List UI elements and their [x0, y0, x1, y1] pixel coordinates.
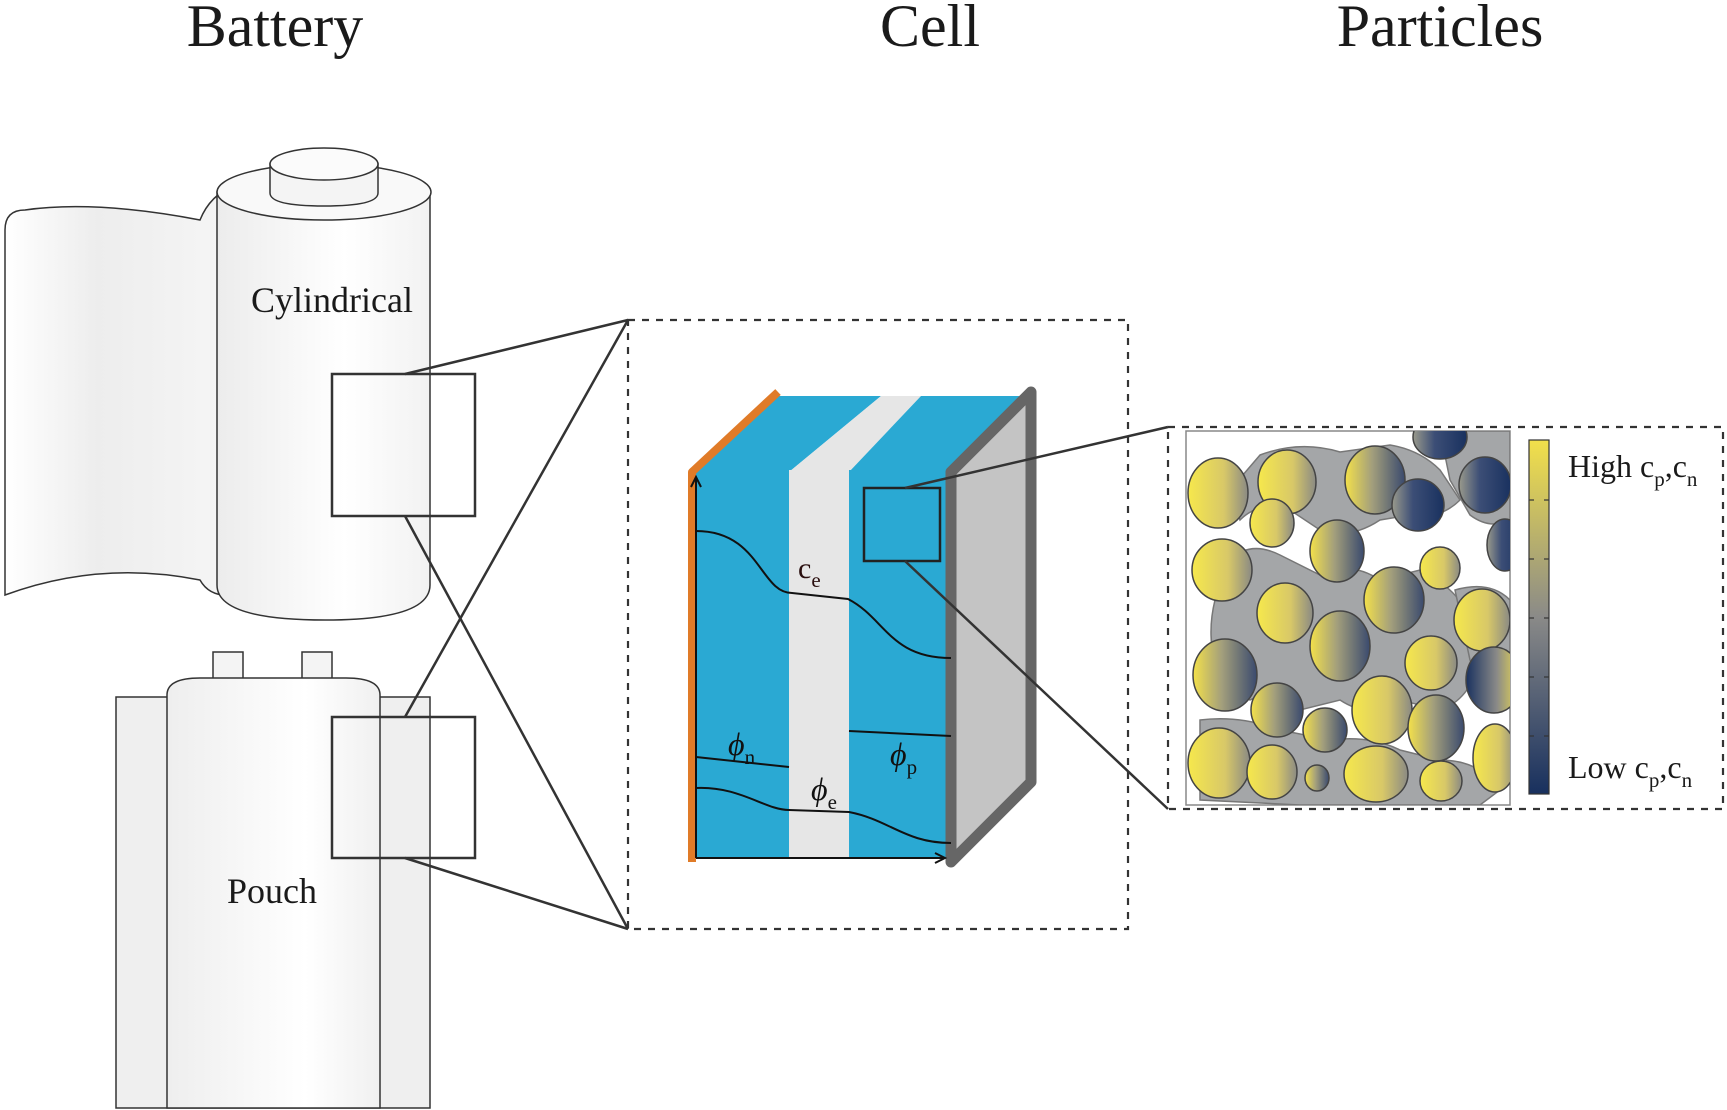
phi-n-curve [695, 756, 790, 768]
pouch-tab-right [301, 651, 333, 681]
label-cylindrical: Cylindrical [251, 280, 413, 320]
cell-diagram [688, 386, 1037, 868]
negative-current-collector [688, 389, 781, 862]
colorbar [1528, 439, 1550, 795]
label-phi-n: ϕn [728, 726, 756, 769]
separator [789, 470, 849, 858]
particle-micrograph [1185, 430, 1511, 806]
cylindrical-battery [4, 147, 432, 621]
label-ce: ce [798, 552, 821, 592]
heading-battery: Battery [187, 0, 364, 59]
colorbar-high-label: High cp,cn [1568, 448, 1698, 491]
positive-current-collector [945, 386, 1037, 868]
label-pouch: Pouch [227, 871, 317, 911]
label-phi-p: ϕp [890, 736, 917, 779]
cylinder-body [216, 191, 431, 621]
particles-frame [1166, 425, 1725, 811]
zoom-box-electrode [862, 486, 942, 563]
phi-p-curve [848, 730, 952, 737]
colorbar-low-label: Low cp,cn [1568, 749, 1693, 792]
ce-curve [695, 530, 952, 659]
label-phi-e: ϕe [811, 771, 837, 814]
zoom-connectors-battery [403, 318, 630, 931]
heading-particles: Particles [1337, 0, 1544, 59]
zoom-box-cylindrical [330, 372, 477, 518]
top-negative-electrode [692, 396, 881, 472]
pouch-battery [115, 651, 431, 1109]
terminal-cap [269, 147, 379, 181]
positive-electrode [849, 470, 951, 858]
phi-e-curve [695, 786, 952, 844]
pouch-tab-left [212, 651, 244, 681]
unrolled-sheet [4, 183, 236, 597]
top-separator [789, 396, 921, 472]
top-positive-electrode [849, 396, 1031, 472]
negative-electrode [692, 470, 789, 858]
zoom-connectors-particles [904, 425, 1169, 810]
zoom-box-pouch [330, 715, 477, 860]
cell-frame [626, 318, 1130, 931]
cell-axes [690, 474, 948, 864]
particles [1187, 431, 1510, 803]
pouch-body [166, 677, 381, 1109]
heading-cell: Cell [880, 0, 980, 59]
